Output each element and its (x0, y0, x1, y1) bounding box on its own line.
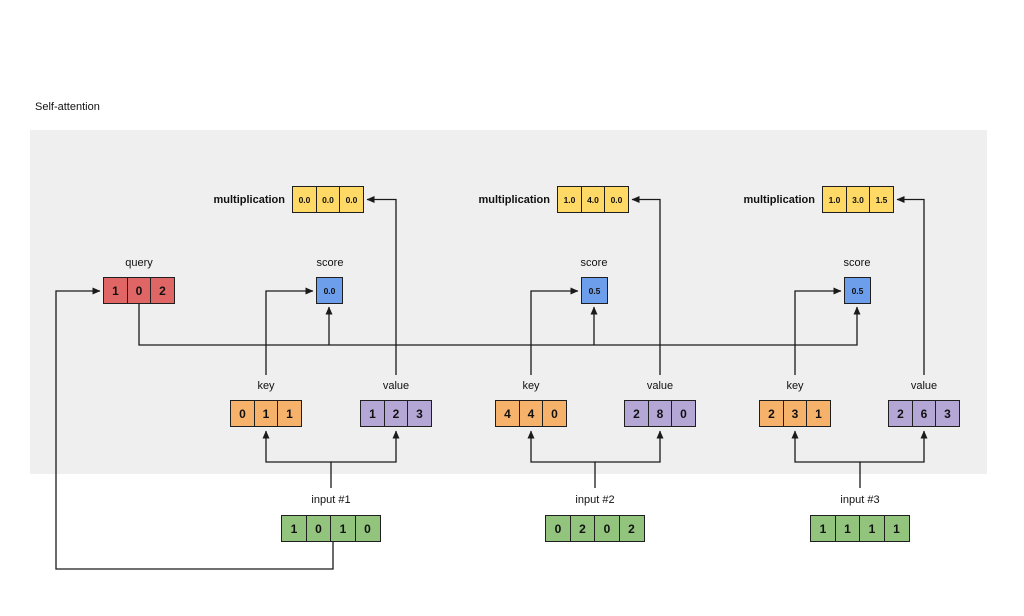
multiplication-cell: 0.0 (292, 186, 317, 213)
score-label: score (316, 257, 344, 269)
key-label: key (786, 380, 804, 392)
multiplication-label: multiplication (743, 194, 816, 206)
input-cell: 0 (594, 515, 620, 542)
input-cell: 1 (330, 515, 356, 542)
value-row-2: 2 8 0 (624, 400, 696, 427)
input-row-1: 1 0 1 0 (281, 515, 381, 542)
value-cell: 2 (624, 400, 649, 427)
multiplication-cell: 1.5 (869, 186, 894, 213)
score-box-3: 0.5 (844, 277, 871, 304)
score-cell: 0.5 (581, 277, 608, 304)
value-cell: 3 (935, 400, 960, 427)
value-cell: 2 (888, 400, 913, 427)
multiplication-cell: 3.0 (845, 186, 871, 213)
key-cell: 2 (759, 400, 784, 427)
value-cell: 6 (911, 400, 937, 427)
multiplication-cell: 1.0 (557, 186, 582, 213)
value-row-3: 2 6 3 (888, 400, 960, 427)
input-cell: 1 (281, 515, 307, 542)
multiplication-cell: 0.0 (604, 186, 629, 213)
multiplication-label: multiplication (478, 194, 551, 206)
multiplication-row-3: 1.0 3.0 1.5 (822, 186, 894, 213)
value-cell: 8 (647, 400, 673, 427)
key-row-1: 0 1 1 (230, 400, 302, 427)
input-label: input #3 (840, 494, 880, 506)
value-cell: 3 (407, 400, 432, 427)
input-cell: 1 (859, 515, 885, 542)
multiplication-row-1: 0.0 0.0 0.0 (292, 186, 364, 213)
value-cell: 2 (383, 400, 409, 427)
multiplication-label: multiplication (213, 194, 286, 206)
multiplication-cell: 1.0 (822, 186, 847, 213)
key-cell: 3 (782, 400, 808, 427)
multiplication-row-2: 1.0 4.0 0.0 (557, 186, 629, 213)
score-box-1: 0.0 (316, 277, 343, 304)
key-label: key (257, 380, 275, 392)
input-row-3: 1 1 1 1 (810, 515, 910, 542)
input-row-2: 0 2 0 2 (545, 515, 645, 542)
multiplication-cell: 0.0 (315, 186, 341, 213)
value-label: value (646, 380, 674, 392)
key-cell: 1 (277, 400, 302, 427)
value-label: value (910, 380, 938, 392)
query-cell: 1 (103, 277, 128, 304)
score-box-2: 0.5 (581, 277, 608, 304)
input-label: input #1 (311, 494, 351, 506)
input-cell: 1 (883, 515, 910, 542)
key-cell: 0 (542, 400, 567, 427)
key-label: key (522, 380, 540, 392)
key-cell: 4 (518, 400, 544, 427)
query-label: query (125, 257, 153, 269)
input-cell: 0 (305, 515, 332, 542)
key-cell: 1 (806, 400, 831, 427)
value-label: value (382, 380, 410, 392)
input-cell: 1 (834, 515, 861, 542)
query-cell: 0 (126, 277, 152, 304)
value-cell: 0 (671, 400, 696, 427)
diagram-title: Self-attention (35, 101, 100, 113)
multiplication-cell: 0.0 (339, 186, 364, 213)
score-label: score (843, 257, 871, 269)
input-cell: 0 (354, 515, 381, 542)
input-label: input #2 (575, 494, 615, 506)
score-cell: 0.0 (316, 277, 343, 304)
key-row-2: 4 4 0 (495, 400, 567, 427)
key-cell: 1 (253, 400, 279, 427)
score-label: score (580, 257, 608, 269)
query-row: 1 0 2 (103, 277, 175, 304)
score-cell: 0.5 (844, 277, 871, 304)
key-row-3: 2 3 1 (759, 400, 831, 427)
input-cell: 1 (810, 515, 836, 542)
query-cell: 2 (150, 277, 175, 304)
input-cell: 2 (618, 515, 645, 542)
input-cell: 0 (545, 515, 571, 542)
multiplication-cell: 4.0 (580, 186, 606, 213)
value-cell: 1 (360, 400, 385, 427)
key-cell: 0 (230, 400, 255, 427)
value-row-1: 1 2 3 (360, 400, 432, 427)
input-cell: 2 (569, 515, 596, 542)
key-cell: 4 (495, 400, 520, 427)
